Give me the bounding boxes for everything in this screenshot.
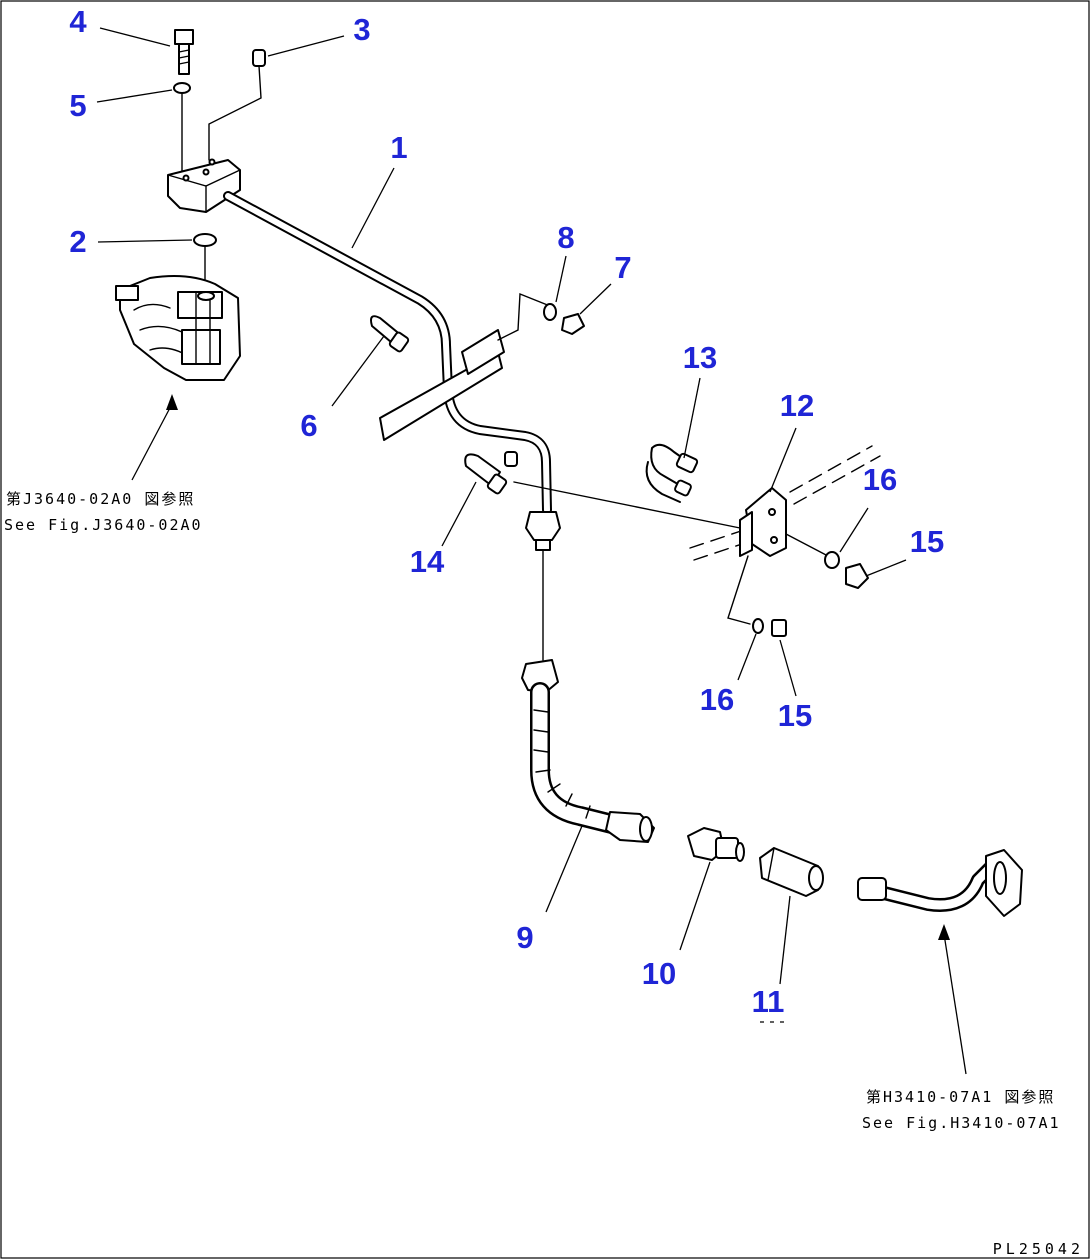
- sleeve-part: [759, 847, 824, 897]
- right-reference-jp: 第H3410-07A1 図参照: [866, 1088, 1055, 1106]
- clamp-part: [370, 315, 410, 353]
- leader-lines: [96, 27, 907, 1023]
- bolt-part: [174, 29, 194, 75]
- callout-6: 6: [300, 408, 317, 443]
- pump-housing-part: [115, 233, 241, 481]
- pipe-block-part: [167, 158, 241, 213]
- plug-part: [208, 49, 266, 161]
- callout-10: 10: [642, 956, 676, 991]
- callout-14: 14: [410, 544, 445, 579]
- hose-part: [521, 659, 655, 843]
- ref-arrow-left: [166, 394, 178, 410]
- callout-3: 3: [353, 12, 370, 47]
- callout-4: 4: [69, 4, 87, 39]
- callout-labels: 1 2 3 4 5 6 7 8 9 10 11 12 13 14 15 15 1…: [69, 4, 944, 1019]
- clip-part: [464, 451, 518, 495]
- callout-11: 11: [752, 984, 785, 1019]
- callout-16-lower: 16: [700, 682, 734, 717]
- main-pipe-part: [223, 191, 552, 515]
- callout-15-lower: 15: [778, 698, 812, 733]
- reference-notes: 第J3640-02A0 図参照 See Fig.J3640-02A0 第H341…: [4, 490, 1061, 1132]
- callout-1: 1: [390, 130, 407, 165]
- callout-2: 2: [69, 224, 86, 259]
- callout-9: 9: [516, 920, 533, 955]
- washer-part: [173, 82, 191, 94]
- ref-arrow-right: [938, 924, 950, 940]
- left-reference-jp: 第J3640-02A0 図参照: [6, 490, 195, 508]
- elbow-fitting-part: [687, 827, 745, 862]
- bracket-part: [379, 292, 585, 441]
- callout-16-right: 16: [863, 462, 897, 497]
- callout-15-right: 15: [910, 524, 944, 559]
- left-reference-en: See Fig.J3640-02A0: [4, 516, 203, 534]
- callout-8: 8: [557, 220, 574, 255]
- outlet-pipe-part: [857, 849, 1023, 1075]
- pipe-joint-part: [525, 511, 561, 661]
- right-reference-en: See Fig.H3410-07A1: [862, 1114, 1061, 1132]
- callout-7: 7: [614, 250, 631, 285]
- callout-12: 12: [780, 388, 814, 423]
- support-bracket-part: [513, 443, 881, 637]
- callout-13: 13: [683, 340, 717, 375]
- callout-5: 5: [69, 88, 86, 123]
- drawing-code: PL25042: [993, 1240, 1084, 1258]
